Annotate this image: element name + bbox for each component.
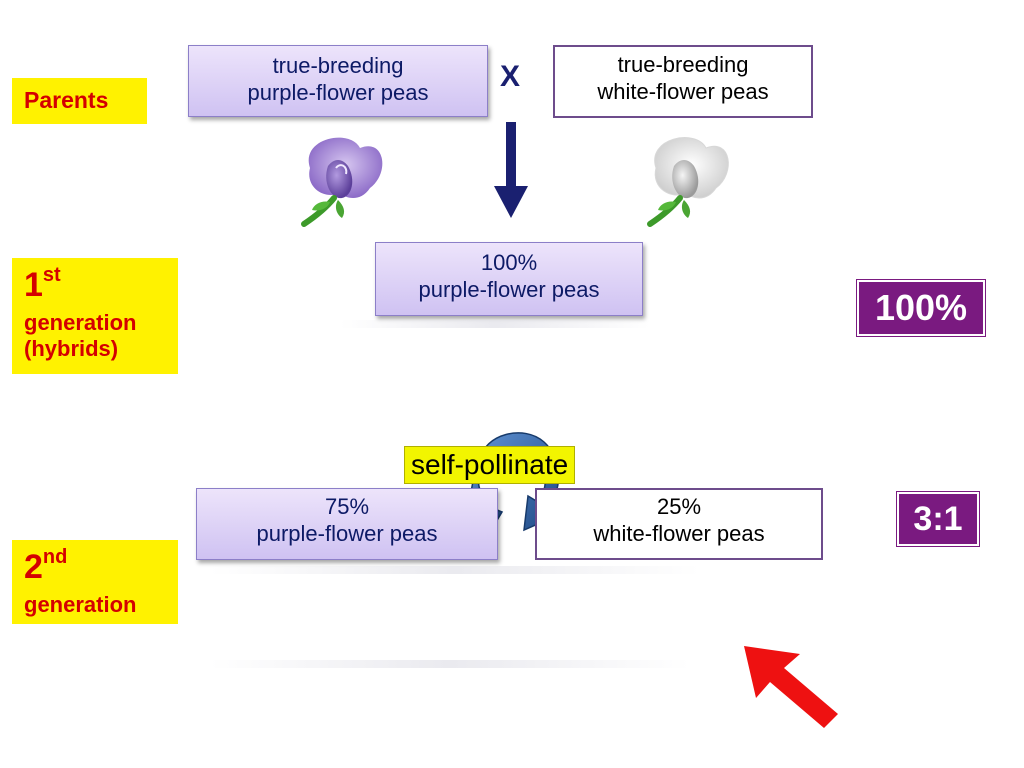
faded-flower-row-gen2-top xyxy=(210,566,700,574)
second-generation-label: 2nd generation xyxy=(12,540,178,624)
gen1-ratio-badge: 100% xyxy=(856,279,986,337)
red-pointer-arrow-icon xyxy=(744,646,838,728)
parents-label: Parents xyxy=(12,78,147,124)
faded-flower-row-gen2-bottom xyxy=(210,660,690,668)
self-pollinate-label: self-pollinate xyxy=(404,446,576,484)
parent-purple-box: true-breeding purple-flower peas xyxy=(188,45,488,117)
parent-purple-line2: purple-flower peas xyxy=(247,80,429,105)
gen1-line1: 100% xyxy=(480,250,538,275)
gen2-ratio-badge: 3:1 xyxy=(896,491,980,547)
parent-purple-line1: true-breeding xyxy=(272,53,404,78)
gen1-line2: purple-flower peas xyxy=(418,277,600,302)
white-pea-flower-icon xyxy=(647,137,729,227)
cross-symbol: X xyxy=(500,60,521,93)
parent-white-box: true-breeding white-flower peas xyxy=(553,45,813,118)
gen2-white-line2: white-flower peas xyxy=(593,521,765,546)
gen2-purple-box: 75% purple-flower peas xyxy=(196,488,498,560)
gen2-purple-line1: 75% xyxy=(324,494,370,519)
gen2-white-box: 25% white-flower peas xyxy=(535,488,823,560)
parent-white-line2: white-flower peas xyxy=(597,79,769,104)
gen2-purple-line2: purple-flower peas xyxy=(256,521,438,546)
faded-flower-row xyxy=(340,320,650,328)
parent-white-line1: true-breeding xyxy=(617,52,749,77)
gen1-purple-box: 100% purple-flower peas xyxy=(375,242,643,316)
gen2-white-line1: 25% xyxy=(656,494,702,519)
purple-pea-flower-icon xyxy=(301,137,383,227)
first-generation-label: 1st generation (hybrids) xyxy=(12,258,178,374)
down-arrow-icon xyxy=(494,122,528,218)
